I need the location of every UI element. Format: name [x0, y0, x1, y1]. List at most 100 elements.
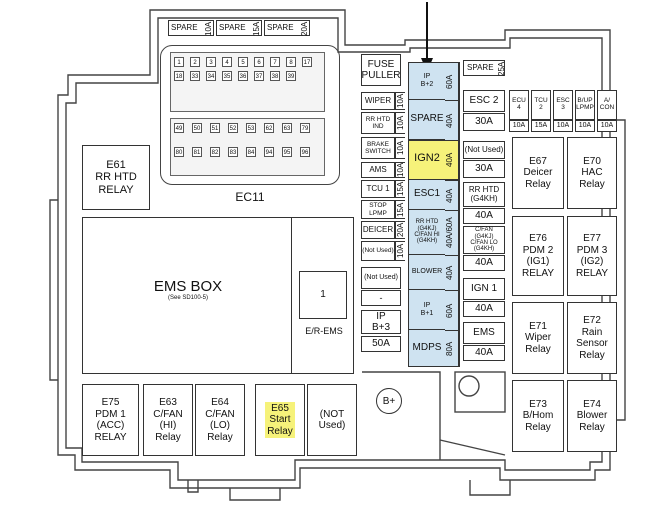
- connector-ec11: [160, 45, 340, 185]
- connector-pin: 81: [192, 147, 202, 157]
- mid-fuse: 40A: [463, 345, 505, 361]
- mid-fuse: IGN 1: [463, 278, 505, 300]
- fuse-amp: 10A: [395, 92, 405, 110]
- fuse-amp: 15A: [531, 120, 551, 132]
- blue-fuse: IP B+1: [409, 290, 445, 330]
- connector-pin: 37: [254, 71, 264, 81]
- fuse-label: SPARE: [267, 23, 294, 33]
- relay-not-used: (NOT Used): [307, 384, 357, 456]
- connector-pin: 83: [228, 147, 238, 157]
- fuse-ip-b3: IP B+3: [361, 310, 401, 334]
- connector-pin: 79: [300, 123, 310, 133]
- relay-e70: E70 HAC Relay: [567, 137, 617, 209]
- mid-fuse: RR HTD (G4KH): [463, 182, 505, 207]
- connector-pin: 94: [264, 147, 274, 157]
- blue-fuse: RR HTD (G4KJ) C/FAN HI (G4KH): [409, 210, 445, 255]
- mid-fuse: 40A: [463, 208, 505, 224]
- spare-fuse-2: SPARE: [216, 20, 262, 36]
- fuse-amp: 10A: [395, 162, 405, 178]
- fuse-amp: 15A: [252, 20, 262, 36]
- small-fuse: ESC 3: [553, 90, 573, 120]
- blue-fuse: IP B+2: [409, 62, 445, 100]
- connector-pin: 96: [300, 147, 310, 157]
- fuse-amp: 10A: [575, 120, 595, 132]
- fuse-amp: 80A: [445, 330, 459, 367]
- b-plus-terminal: B+: [376, 388, 402, 414]
- fuse-amp: 20A: [300, 20, 310, 36]
- connector-pin: 50: [192, 123, 202, 133]
- left-fuse: (Not Used): [361, 241, 395, 261]
- fuse-label: SPARE: [219, 23, 246, 33]
- relay-e75: E75 PDM 1 (ACC) RELAY: [82, 384, 139, 456]
- connector-pin: 39: [286, 71, 296, 81]
- fuse-amp: 60A: [445, 62, 459, 100]
- relay-e63: E63 C/FAN (HI) Relay: [143, 384, 193, 456]
- fuse-amp: 10A: [395, 137, 405, 159]
- fuse-label: SPARE: [171, 23, 198, 33]
- fuse-amp: 10A: [509, 120, 529, 132]
- fuse-dash: -: [361, 290, 401, 306]
- fuse-amp: 40A: [445, 100, 459, 140]
- fuse-amp: 60A: [445, 290, 459, 330]
- left-fuse: BRAKE SWITCH: [361, 137, 395, 159]
- mid-fuse: EMS: [463, 322, 505, 344]
- connector-label: EC11: [235, 190, 265, 204]
- spare-fuse-3: SPARE: [264, 20, 310, 36]
- connector-pin: 63: [282, 123, 292, 133]
- connector-pin: 17: [302, 57, 312, 67]
- ems-title-block: EMS BOX (See SD100-5): [83, 278, 293, 302]
- small-fuse: B/UP LPMP: [575, 90, 595, 120]
- ems-slot-label: E/R-EMS: [305, 326, 343, 336]
- connector-pin: 8: [286, 57, 296, 67]
- fuse-amp: 10A: [597, 120, 617, 132]
- mid-fuse: C/FAN (G4KJ) C/FAN LO (G4KH): [463, 226, 505, 254]
- main-fuse-column: [408, 62, 460, 367]
- connector-pin: 2: [190, 57, 200, 67]
- ems-slot: 1: [299, 271, 347, 319]
- small-fuse: TCU 2: [531, 90, 551, 120]
- fuse-amp: 10A: [204, 20, 214, 36]
- relay-e65: E65 Start Relay: [255, 384, 305, 456]
- blue-fuse: SPARE: [409, 100, 445, 140]
- connector-pin: 49: [174, 123, 184, 133]
- relay-e72: E72 Rain Sensor Relay: [567, 302, 617, 374]
- ems-divider: [291, 218, 353, 373]
- mid-fuse: 40A: [463, 255, 505, 271]
- connector-pin: 7: [270, 57, 280, 67]
- spare-fuse-25a: SPARE: [463, 60, 505, 76]
- relay-e61: E61 RR HTD RELAY: [82, 145, 150, 210]
- ign2-highlight: [408, 140, 460, 180]
- blue-fuse: MDPS: [409, 330, 445, 367]
- fuse-amp: 40A: [445, 255, 459, 290]
- relay-e76: E76 PDM 2 (IG1) RELAY: [512, 216, 564, 296]
- fuse-amp: 40A/60A: [445, 210, 459, 255]
- relay-e65-label: E65 Start Relay: [265, 401, 295, 439]
- connector-pin: 34: [206, 71, 216, 81]
- fuse-amp: 15A: [395, 180, 405, 198]
- ign2-label: IGN2: [414, 152, 440, 164]
- left-fuse: TCU 1: [361, 180, 395, 198]
- left-fuse: AMS: [361, 162, 395, 178]
- connector-pin: 36: [238, 71, 248, 81]
- mid-fuse: ESC 2: [463, 90, 505, 112]
- blue-fuse: ESC1: [409, 180, 445, 210]
- connector-pin: 62: [264, 123, 274, 133]
- relay-e77: E77 PDM 3 (IG2) RELAY: [567, 216, 617, 296]
- connector-pin: 5: [238, 57, 248, 67]
- connector-pin: 80: [174, 147, 184, 157]
- left-fuse: RR HTD IND: [361, 112, 395, 134]
- fuse-puller[interactable]: FUSE PULLER: [361, 54, 401, 86]
- spare-fuse-1: SPARE: [168, 20, 214, 36]
- mid-fuse: 40A: [463, 301, 505, 317]
- relay-e71: E71 Wiper Relay: [512, 302, 564, 374]
- mid-fuse: 30A: [463, 113, 505, 131]
- left-fuse: STOP LPMP: [361, 200, 395, 219]
- fuse-amp: 40A: [445, 180, 459, 210]
- mid-fuse: (Not Used): [463, 141, 505, 159]
- mid-fuse: 30A: [463, 160, 505, 178]
- left-fuse: WIPER: [361, 92, 395, 110]
- connector-pin: 6: [254, 57, 264, 67]
- ign2-amp: 40A: [445, 141, 459, 179]
